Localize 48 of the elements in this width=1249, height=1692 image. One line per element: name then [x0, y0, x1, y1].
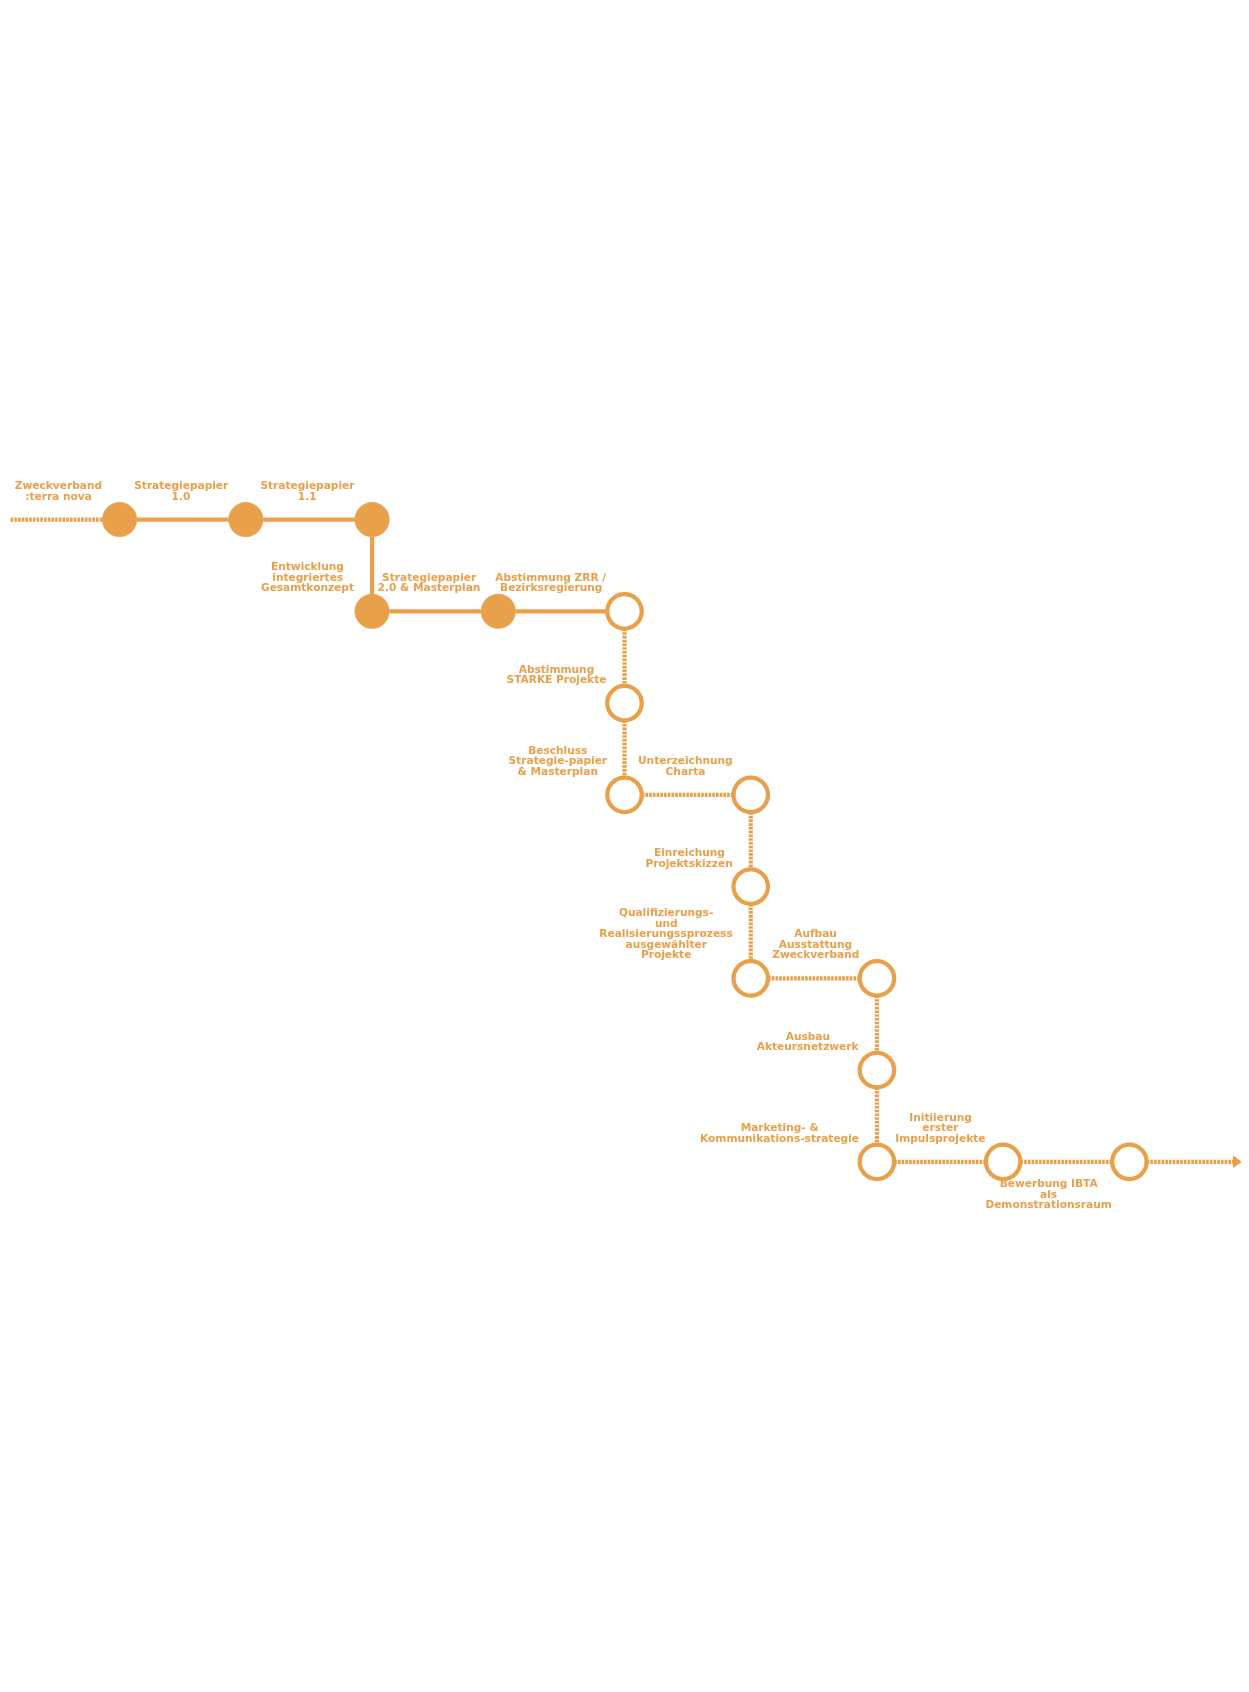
node-label: Marketing- & Kommunikations-strategie	[700, 1121, 859, 1144]
connector	[874, 995, 880, 1053]
node-ring	[857, 1050, 897, 1090]
node-ring	[605, 683, 644, 723]
node-ring	[731, 958, 771, 998]
connector	[894, 1159, 986, 1164]
node-label: Abstimmung ZRR / Bezirksregierung	[495, 570, 607, 594]
connector	[622, 720, 627, 778]
node-circle	[228, 502, 264, 538]
node-label: Bewerbung IBTA als Demonstrationsraum	[985, 1177, 1112, 1211]
node-circle	[480, 593, 516, 629]
connector	[136, 517, 229, 522]
connector	[768, 976, 860, 981]
node-label: Strategiepapier 2.0 & Masterplan	[377, 570, 481, 594]
node-label: Unterzeichnung Charta	[638, 754, 733, 777]
node-label: Abstimmung STARKE Projekte	[506, 662, 607, 686]
connector	[389, 609, 482, 614]
connector	[874, 1087, 880, 1145]
node-ring	[731, 867, 771, 906]
node-ring	[857, 1142, 897, 1182]
node-ring	[605, 591, 644, 631]
node-circle	[102, 502, 138, 538]
node-label: Entwicklung integriertes Gesamtkonzept	[260, 560, 354, 594]
node-label: Beschluss Strategie-papier & Masterplan	[508, 743, 608, 777]
node-label: Initiierung erster Impulsprojekte	[895, 1110, 986, 1144]
connector	[515, 609, 608, 614]
node-label: Strategiepapier 1.1	[260, 479, 355, 502]
node-label: Strategiepapier 1.0	[134, 479, 229, 502]
node-circle	[354, 593, 390, 629]
connector	[748, 903, 753, 962]
connector	[369, 536, 375, 595]
node-ring	[1110, 1142, 1149, 1182]
node-circle	[354, 502, 390, 538]
connector	[748, 812, 753, 870]
node-label: Einreichung Projektskizzen	[645, 846, 733, 869]
node-ring	[605, 775, 644, 815]
connector	[641, 792, 734, 797]
node-ring	[857, 958, 897, 998]
node-label: Aufbau Ausstattung Zweckverband	[772, 927, 860, 961]
node-ring	[731, 775, 771, 815]
arrow	[1146, 1155, 1241, 1169]
node-label: Qualifizierungs- und Realisierungssprozess ausgewählter Projekte	[599, 906, 733, 961]
node-label: Zweckverband :terra nova	[14, 479, 103, 502]
connector	[10, 517, 103, 522]
connector	[263, 517, 355, 522]
connector	[1020, 1159, 1113, 1164]
connector	[622, 628, 627, 686]
node-label: Ausbau Akteursnetzwerk	[756, 1029, 859, 1053]
